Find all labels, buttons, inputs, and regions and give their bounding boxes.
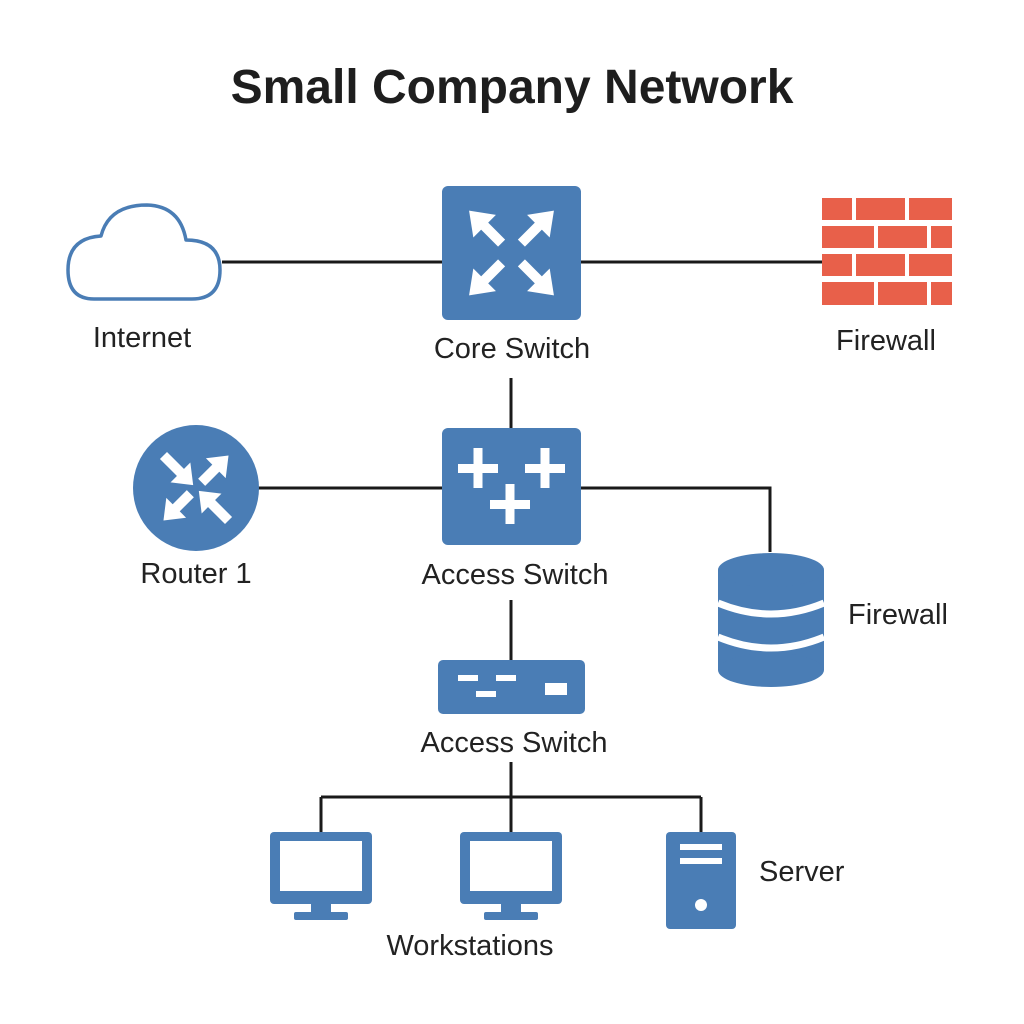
switch-arrows-icon[interactable]	[442, 186, 581, 320]
access-switch-label: Access Switch	[421, 559, 609, 591]
router-icon[interactable]	[133, 425, 259, 551]
internet-label: Internet	[92, 322, 192, 354]
monitor-icon[interactable]	[460, 832, 562, 920]
cloud-icon[interactable]	[66, 203, 222, 301]
access-switch-2-label: Access Switch	[420, 727, 608, 759]
router-label: Router 1	[140, 558, 252, 590]
diagram-title: Small Company Network	[230, 61, 794, 114]
workstations-label: Workstations	[386, 930, 554, 962]
switch-plus-icon[interactable]	[442, 428, 581, 545]
core-switch-label: Core Switch	[433, 333, 591, 365]
server-label: Server	[759, 856, 845, 888]
monitor-icon[interactable]	[270, 832, 372, 920]
brick-wall-icon[interactable]	[822, 198, 952, 305]
database-label: Firewall	[848, 599, 948, 631]
link-access-switch-database	[580, 486, 772, 552]
server-tower-icon[interactable]	[666, 832, 736, 929]
switch-ports-icon[interactable]	[438, 660, 585, 714]
database-icon[interactable]	[716, 553, 826, 687]
firewall-label: Firewall	[836, 325, 936, 357]
connection-lines	[222, 260, 822, 832]
